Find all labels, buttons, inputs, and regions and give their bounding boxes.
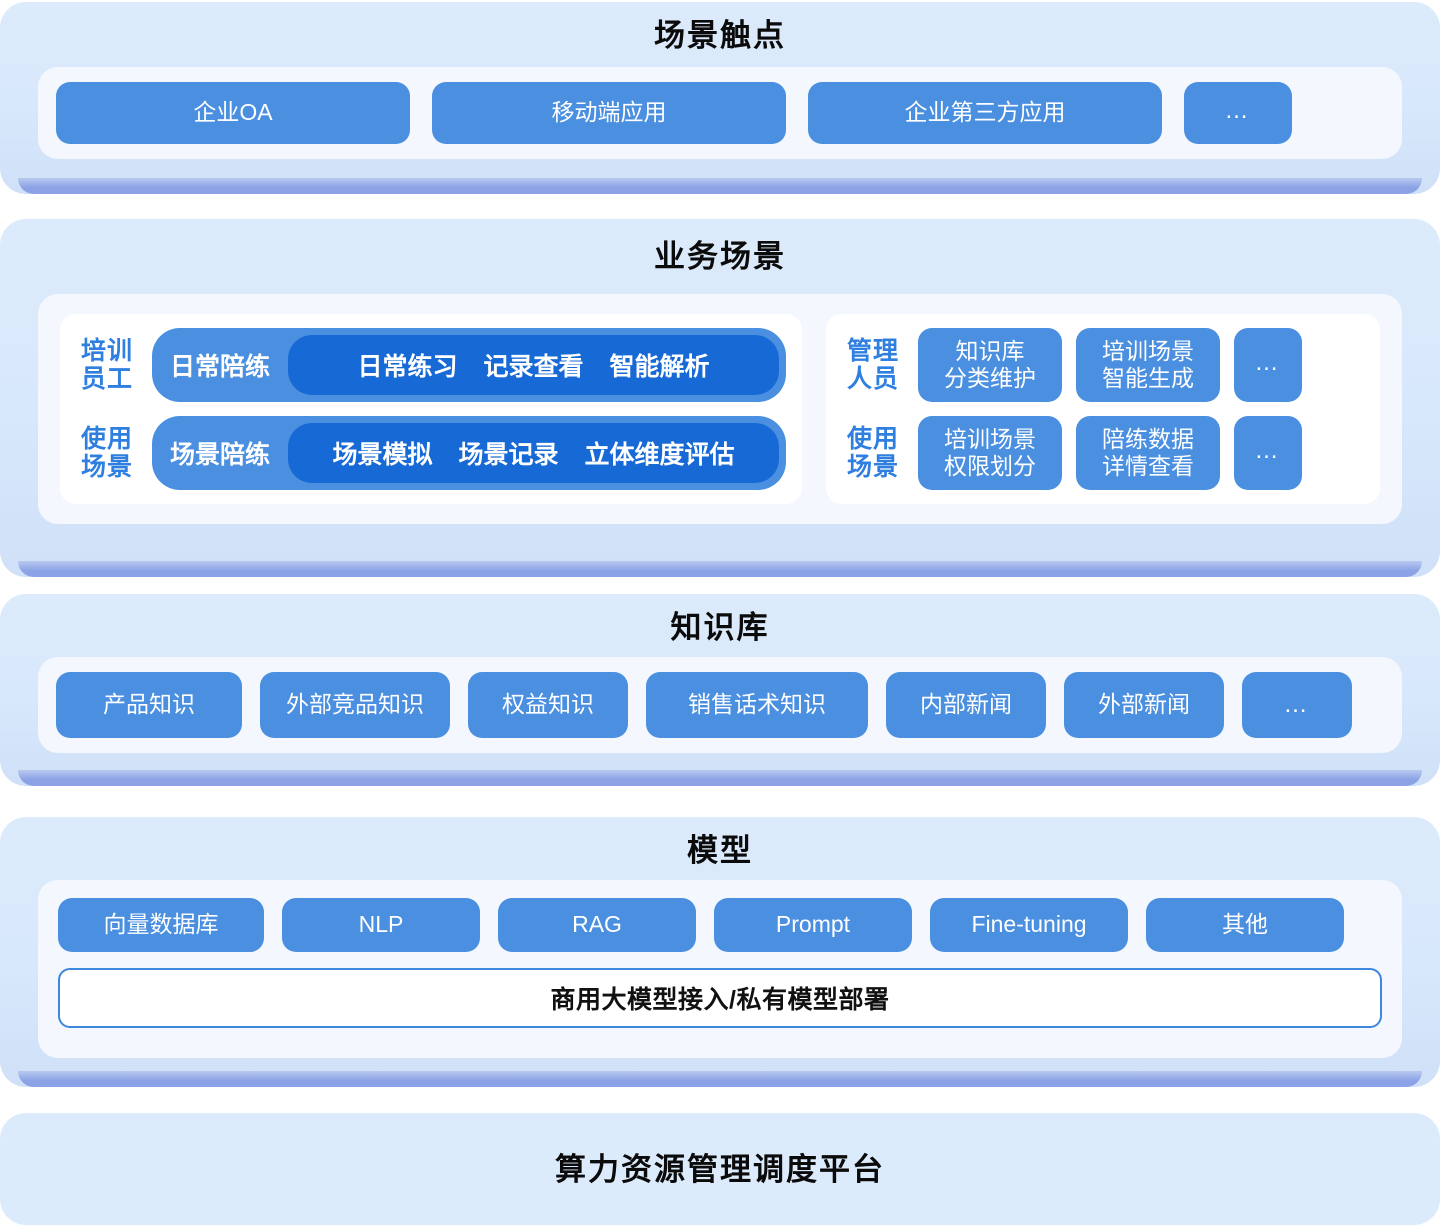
row-label-line2: 员工 (80, 365, 133, 393)
tile-kb-category-maintenance[interactable]: 知识库 分类维护 (918, 328, 1062, 402)
item-smart-analysis[interactable]: 智能解析 (609, 353, 710, 381)
tile-third-party-app[interactable]: 企业第三方应用 (808, 82, 1162, 144)
layer-shelf (18, 770, 1422, 786)
layer-panel: 业务场景 培训 员工 日常陪练 日常练习 记录查看 (0, 219, 1440, 577)
row-label-usage-scenario: 使用 场景 (842, 425, 904, 481)
layer-model: 模型 向量数据库 NLP RAG Prompt Fine-tuning 其他 商… (0, 817, 1440, 1087)
tile-fine-tuning[interactable]: Fine-tuning (930, 898, 1128, 952)
tile-training-scenario-generation[interactable]: 培训场景 智能生成 (1076, 328, 1220, 402)
model-card: 向量数据库 NLP RAG Prompt Fine-tuning 其他 商用大模… (38, 880, 1402, 1058)
layer-business-scenarios: 业务场景 培训 员工 日常陪练 日常练习 记录查看 (0, 219, 1440, 577)
tile-coaching-data-details[interactable]: 陪练数据 详情查看 (1076, 416, 1220, 490)
layer-scene-touchpoints: 场景触点 企业OA 移动端应用 企业第三方应用 … (0, 2, 1440, 194)
tile-line2: 分类维护 (944, 365, 1036, 391)
pill-inner-items: 场景模拟 场景记录 立体维度评估 (288, 423, 779, 483)
knowledge-base-card: 产品知识 外部竞品知识 权益知识 销售话术知识 内部新闻 外部新闻 … (38, 657, 1402, 753)
item-multidimensional-assessment[interactable]: 立体维度评估 (584, 441, 735, 469)
tile-more-admin[interactable]: … (1234, 328, 1302, 402)
row-label-line1: 管理 (846, 337, 899, 365)
layer-title-knowledge-base: 知识库 (670, 610, 770, 645)
layer-panel: 知识库 产品知识 外部竞品知识 权益知识 销售话术知识 内部新闻 外部新闻 … (0, 594, 1440, 786)
scene-touchpoints-card: 企业OA 移动端应用 企业第三方应用 … (38, 67, 1402, 159)
row-usage-scenario-right: 使用 场景 培训场景 权限划分 陪练数据 详情查看 … (842, 416, 1364, 490)
tile-benefits-knowledge[interactable]: 权益知识 (468, 672, 628, 738)
tile-vector-database[interactable]: 向量数据库 (58, 898, 264, 952)
row-admin-staff: 管理 人员 知识库 分类维护 培训场景 智能生成 … (842, 328, 1364, 402)
pill-inner-items: 日常练习 记录查看 智能解析 (288, 335, 779, 395)
tile-line1: 知识库 (955, 338, 1025, 365)
tile-line2: 详情查看 (1102, 453, 1194, 479)
tile-line1: 培训场景 (1102, 338, 1194, 365)
tile-nlp[interactable]: NLP (282, 898, 480, 952)
pill-lead-label: 场景陪练 (170, 441, 271, 469)
row-label-line1: 使用 (846, 425, 899, 453)
tile-line1: 培训场景 (944, 426, 1036, 453)
layer-shelf (18, 1071, 1422, 1087)
layer-panel: 场景触点 企业OA 移动端应用 企业第三方应用 … (0, 2, 1440, 194)
tile-more-knowledge[interactable]: … (1242, 672, 1352, 738)
pill-daily-coaching[interactable]: 日常陪练 日常练习 记录查看 智能解析 (152, 328, 786, 402)
item-scenario-simulation[interactable]: 场景模拟 (332, 441, 433, 469)
item-daily-practice[interactable]: 日常练习 (357, 353, 458, 381)
model-deployment-bar[interactable]: 商用大模型接入/私有模型部署 (58, 968, 1382, 1028)
layer-compute-platform: 算力资源管理调度平台 (0, 1113, 1440, 1225)
row-usage-scenario-left: 使用 场景 场景陪练 场景模拟 场景记录 立体维度评估 (76, 416, 786, 490)
layer-panel: 模型 向量数据库 NLP RAG Prompt Fine-tuning 其他 商… (0, 817, 1440, 1087)
tile-line2: 权限划分 (944, 453, 1036, 479)
tile-enterprise-oa[interactable]: 企业OA (56, 82, 410, 144)
layer-title-model: 模型 (687, 833, 753, 868)
pill-lead-label: 日常陪练 (170, 353, 271, 381)
tile-more-usage[interactable]: … (1234, 416, 1302, 490)
tile-mobile-app[interactable]: 移动端应用 (432, 82, 786, 144)
layer-shelf (18, 178, 1422, 194)
business-left-group: 培训 员工 日常陪练 日常练习 记录查看 智能解析 (60, 314, 802, 504)
layer-panel: 算力资源管理调度平台 (0, 1113, 1440, 1225)
item-record-view[interactable]: 记录查看 (483, 353, 584, 381)
row-label-line1: 使用 (80, 425, 133, 453)
layer-knowledge-base: 知识库 产品知识 外部竞品知识 权益知识 销售话术知识 内部新闻 外部新闻 … (0, 594, 1440, 786)
business-right-group: 管理 人员 知识库 分类维护 培训场景 智能生成 … (826, 314, 1380, 504)
layer-title-scene-touchpoints: 场景触点 (654, 18, 786, 53)
tile-line1: 陪练数据 (1102, 426, 1194, 453)
tile-product-knowledge[interactable]: 产品知识 (56, 672, 242, 738)
tile-training-scenario-permissions[interactable]: 培训场景 权限划分 (918, 416, 1062, 490)
tile-rag[interactable]: RAG (498, 898, 696, 952)
tile-internal-news[interactable]: 内部新闻 (886, 672, 1046, 738)
tile-prompt[interactable]: Prompt (714, 898, 912, 952)
row-label-line2: 场景 (80, 453, 133, 481)
tile-competitor-knowledge[interactable]: 外部竞品知识 (260, 672, 450, 738)
row-label-line2: 人员 (846, 365, 899, 393)
row-label-line2: 场景 (846, 453, 899, 481)
row-label-line1: 培训 (80, 337, 133, 365)
business-scenarios-card: 培训 员工 日常陪练 日常练习 记录查看 智能解析 (38, 294, 1402, 524)
tile-other[interactable]: 其他 (1146, 898, 1344, 952)
row-label-admin-staff: 管理 人员 (842, 337, 904, 393)
tile-sales-script-knowledge[interactable]: 销售话术知识 (646, 672, 868, 738)
tile-more-touchpoints[interactable]: … (1184, 82, 1292, 144)
layer-title-compute-platform: 算力资源管理调度平台 (555, 1151, 885, 1187)
row-training-staff: 培训 员工 日常陪练 日常练习 记录查看 智能解析 (76, 328, 786, 402)
tile-line2: 智能生成 (1102, 365, 1194, 391)
model-tiles-row: 向量数据库 NLP RAG Prompt Fine-tuning 其他 (58, 898, 1382, 952)
layer-shelf (18, 561, 1422, 577)
tile-external-news[interactable]: 外部新闻 (1064, 672, 1224, 738)
pill-scenario-coaching[interactable]: 场景陪练 场景模拟 场景记录 立体维度评估 (152, 416, 786, 490)
row-label-usage-scenario: 使用 场景 (76, 425, 138, 481)
layer-title-business-scenarios: 业务场景 (654, 239, 786, 274)
row-label-training-staff: 培训 员工 (76, 337, 138, 393)
item-scenario-record[interactable]: 场景记录 (458, 441, 559, 469)
